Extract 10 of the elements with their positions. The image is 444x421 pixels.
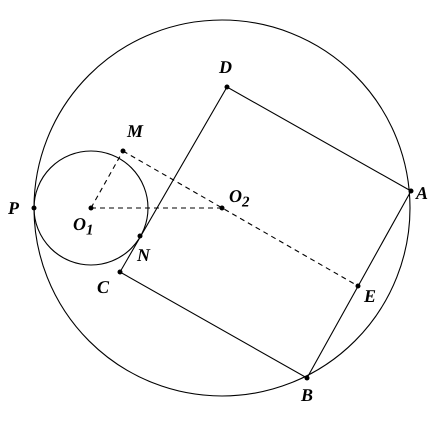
point-label: D [219, 58, 232, 76]
point-label: C [97, 278, 110, 296]
point-label: M [127, 122, 144, 140]
point-label: N [137, 246, 150, 264]
point-label: O$_{1}$ [73, 215, 94, 240]
point-label: E [364, 287, 376, 305]
point-label: A [416, 184, 428, 202]
point-label: O$_{2}$ [229, 187, 250, 212]
point-label: P [8, 199, 19, 217]
point-label: B [301, 386, 314, 404]
